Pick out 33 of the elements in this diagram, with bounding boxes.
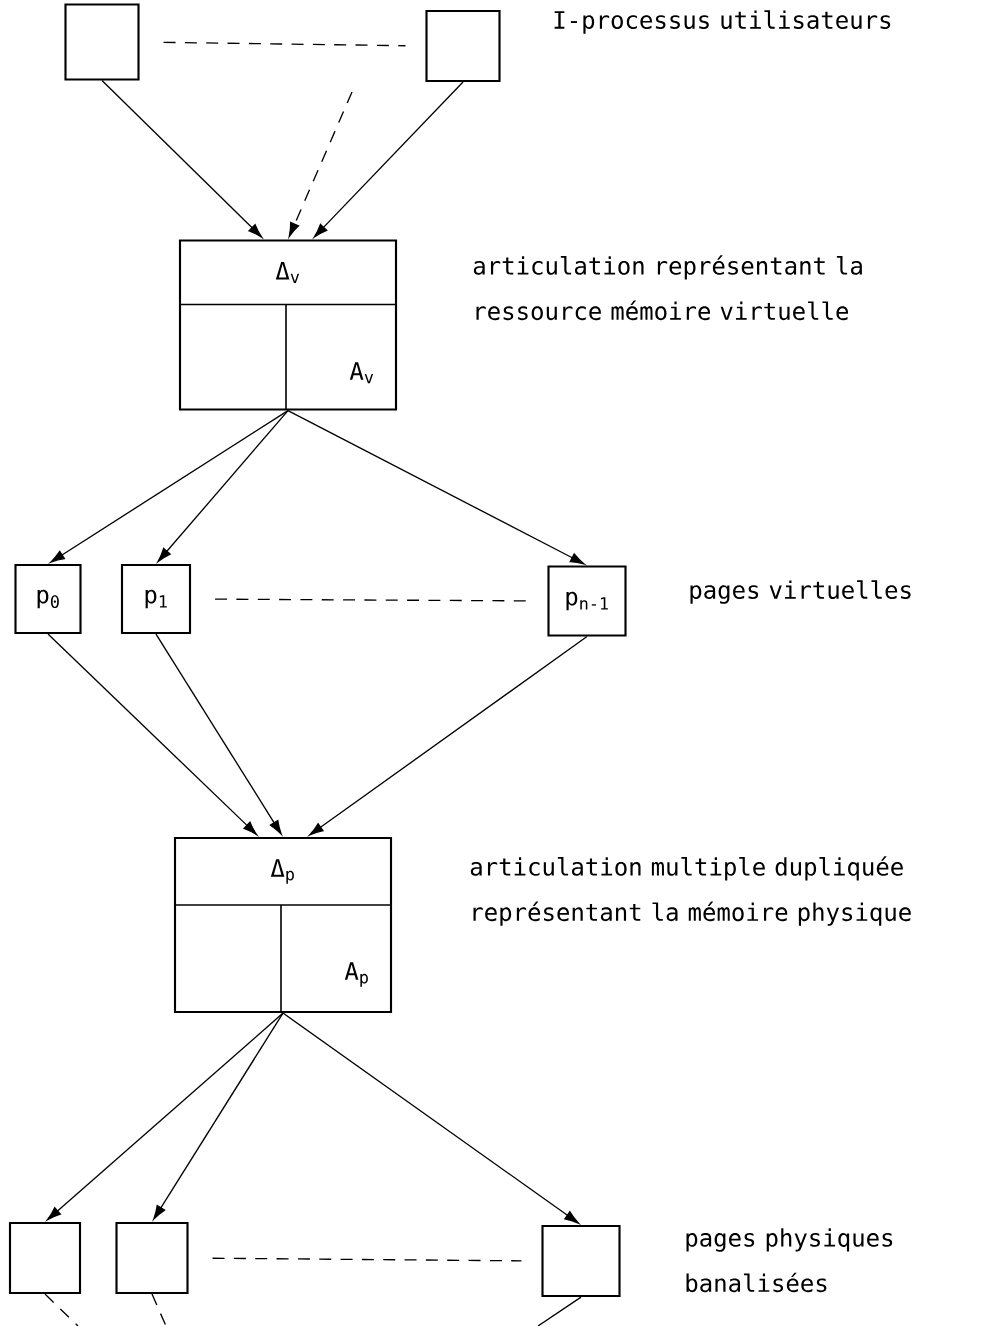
dashed-line: [214, 598, 529, 602]
empty-box: [64, 3, 140, 81]
dashed-line: [44, 1293, 79, 1326]
arrow: [47, 633, 258, 836]
page-box: p$_{0}$: [14, 563, 82, 635]
arrow: [157, 409, 289, 563]
description-text: pages virtuelles: [690, 580, 911, 604]
arrow: [153, 1012, 284, 1220]
page-box: p$_{1}$: [120, 563, 192, 635]
arrow: [309, 635, 588, 836]
description-text: I-processus utilisateurs: [554, 10, 891, 34]
arrow: [287, 409, 585, 565]
arrow: [288, 91, 353, 238]
dashed-line: [151, 1293, 167, 1326]
articulation-box: Δ$_{p}$ A$_{p}$: [173, 836, 393, 1014]
dashed-line: [211, 1257, 523, 1262]
articulation-box: Δ$_{v}$ A$_{v}$: [178, 239, 398, 411]
arrow: [46, 1012, 284, 1221]
page-box: p$_{n-1}$: [547, 565, 627, 637]
dashed-line: [162, 41, 407, 47]
arrow: [101, 79, 263, 238]
empty-box: [541, 1224, 621, 1298]
arrow: [313, 81, 464, 238]
empty-box: [115, 1221, 189, 1295]
arrow: [155, 633, 282, 835]
empty-box: [8, 1221, 82, 1295]
arrow: [282, 1012, 579, 1224]
arrow: [50, 409, 289, 563]
empty-box: [425, 9, 501, 83]
description-text: pages physiques banalisées: [686, 1228, 893, 1293]
line: [537, 1296, 582, 1326]
description-text: articulation représentant la ressource mémoire virtuelle: [473, 255, 862, 321]
description-text: articulation multiple dupliquée représentant la mémoire physique: [470, 856, 911, 926]
